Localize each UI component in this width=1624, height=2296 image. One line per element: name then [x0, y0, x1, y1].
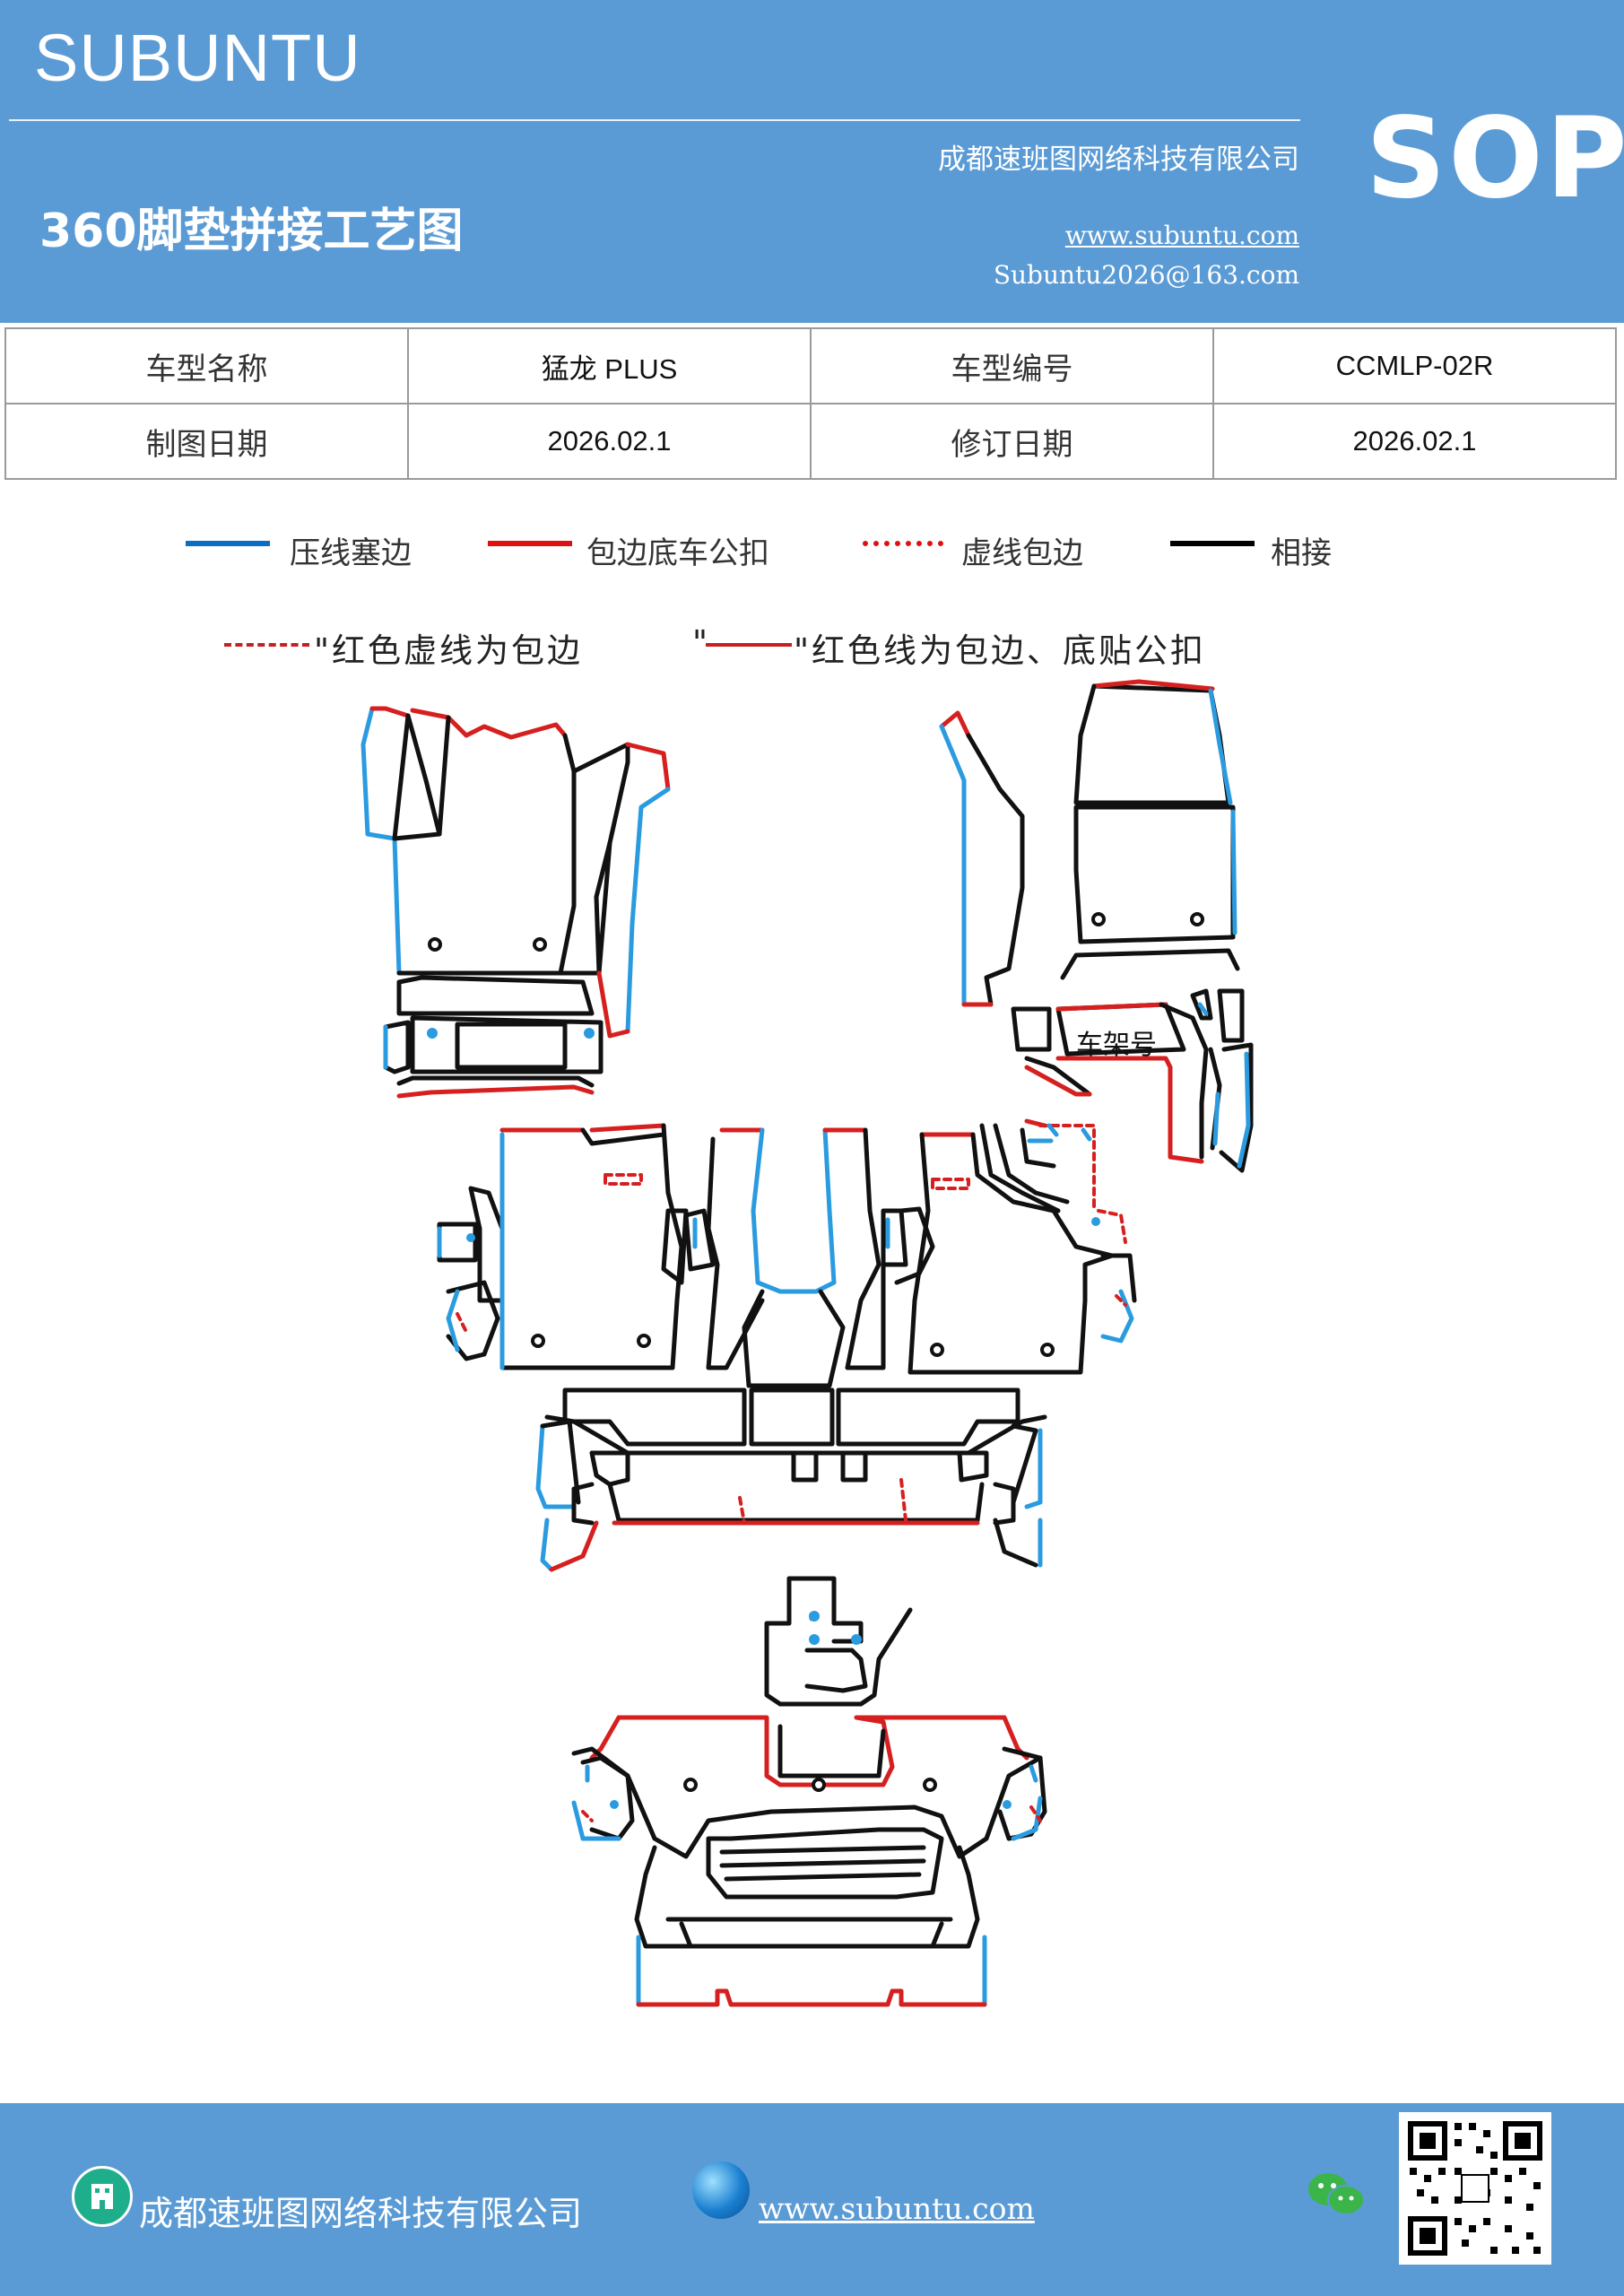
- legend-label: 相接: [1271, 535, 1332, 571]
- footer-company-name: 成都速班图网络科技有限公司: [139, 2194, 583, 2233]
- mat-hole: [923, 1778, 937, 1792]
- model-code-label: 车型编号: [810, 327, 1214, 404]
- mat-hole: [1040, 1343, 1055, 1357]
- sop-badge: SOP: [1366, 94, 1624, 223]
- fastener-dot: [466, 1233, 475, 1242]
- model-code-value: CCMLP-02R: [1212, 327, 1617, 404]
- legend-swatch-red: [488, 541, 572, 546]
- front-right-mat: 车架号: [939, 679, 1254, 1173]
- note-solid-swatch: [706, 643, 792, 647]
- front-left-mat: [360, 706, 671, 1099]
- note-dashed-swatch: [224, 643, 309, 647]
- qr-code[interactable]: [1399, 2112, 1551, 2265]
- table-row: 制图日期 2026.02.1 修订日期 2026.02.1: [4, 403, 1617, 480]
- draw-date-value: 2026.02.1: [407, 403, 812, 480]
- header-company-name: 成都速班图网络科技有限公司: [938, 144, 1299, 176]
- note-dashed-text: "红色虚线为包边: [314, 631, 584, 670]
- middle-row-mats: [437, 1118, 1137, 1388]
- legend-swatch-black: [1170, 541, 1255, 546]
- footer-banner: 成都速班图网络科技有限公司 www.subuntu.com: [0, 2103, 1624, 2296]
- document-title: 360脚垫拼接工艺图: [39, 204, 464, 258]
- mat-hole: [930, 1343, 944, 1357]
- mat-hole: [533, 937, 547, 952]
- line-legend: 压线塞边 包边底车公扣 虚线包边 相接: [0, 525, 1624, 571]
- fastener-dot: [809, 1634, 820, 1645]
- rear-bench-mats: [535, 1387, 1047, 1572]
- trunk-mat: [571, 1576, 1047, 2007]
- mat-hole: [428, 937, 442, 952]
- revise-date-value: 2026.02.1: [1212, 403, 1617, 480]
- brand-logo-text: SUBUNTU: [34, 21, 361, 95]
- fastener-dot: [427, 1028, 438, 1039]
- header-banner: SUBUNTU 成都速班图网络科技有限公司 360脚垫拼接工艺图 www.sub…: [0, 0, 1624, 323]
- wechat-icon[interactable]: [1305, 2168, 1368, 2222]
- legend-swatch-red-dotted: [863, 541, 943, 546]
- legend-label: 虚线包边: [961, 535, 1083, 571]
- fastener-dot: [584, 1028, 595, 1039]
- fastener-dot: [809, 1611, 820, 1622]
- model-name-value: 猛龙 PLUS: [407, 327, 812, 404]
- mat-hole: [1190, 912, 1204, 926]
- note-quote: ": [692, 623, 711, 662]
- building-icon: [72, 2166, 133, 2227]
- globe-icon: [692, 2161, 750, 2219]
- footer-website-link[interactable]: www.subuntu.com: [759, 2191, 1035, 2226]
- mat-hole: [683, 1778, 698, 1792]
- revise-date-label: 修订日期: [810, 403, 1214, 480]
- frame-number-label: 车架号: [1076, 1030, 1157, 1061]
- legend-label: 包边底车公扣: [586, 535, 769, 571]
- fastener-dot: [1091, 1217, 1100, 1226]
- floor-mat-diagram: 车架号: [0, 673, 1624, 2036]
- legend-swatch-blue: [186, 541, 270, 546]
- header-email[interactable]: Subuntu2026@163.com: [993, 260, 1299, 290]
- model-name-label: 车型名称: [4, 327, 409, 404]
- legend-label: 压线塞边: [290, 535, 412, 571]
- mat-hole: [531, 1334, 545, 1348]
- fastener-dot: [851, 1634, 862, 1645]
- note-solid-text: "红色线为包边、底贴公扣: [794, 631, 1207, 670]
- mat-hole: [1091, 912, 1106, 926]
- header-website-link[interactable]: www.subuntu.com: [1064, 221, 1299, 250]
- mat-hole: [812, 1778, 826, 1792]
- header-divider: [9, 119, 1300, 121]
- vehicle-info-table: 车型名称 猛龙 PLUS 车型编号 CCMLP-02R 制图日期 2026.02…: [4, 327, 1617, 480]
- mat-hole: [637, 1334, 651, 1348]
- fastener-dot: [610, 1800, 619, 1809]
- table-row: 车型名称 猛龙 PLUS 车型编号 CCMLP-02R: [4, 327, 1617, 404]
- fastener-dot: [1003, 1800, 1012, 1809]
- mat-pattern-svg: 车架号: [360, 679, 1254, 2007]
- draw-date-label: 制图日期: [4, 403, 409, 480]
- stitch-note: "红色虚线为包边 " "红色线为包边、底贴公扣: [0, 623, 1624, 670]
